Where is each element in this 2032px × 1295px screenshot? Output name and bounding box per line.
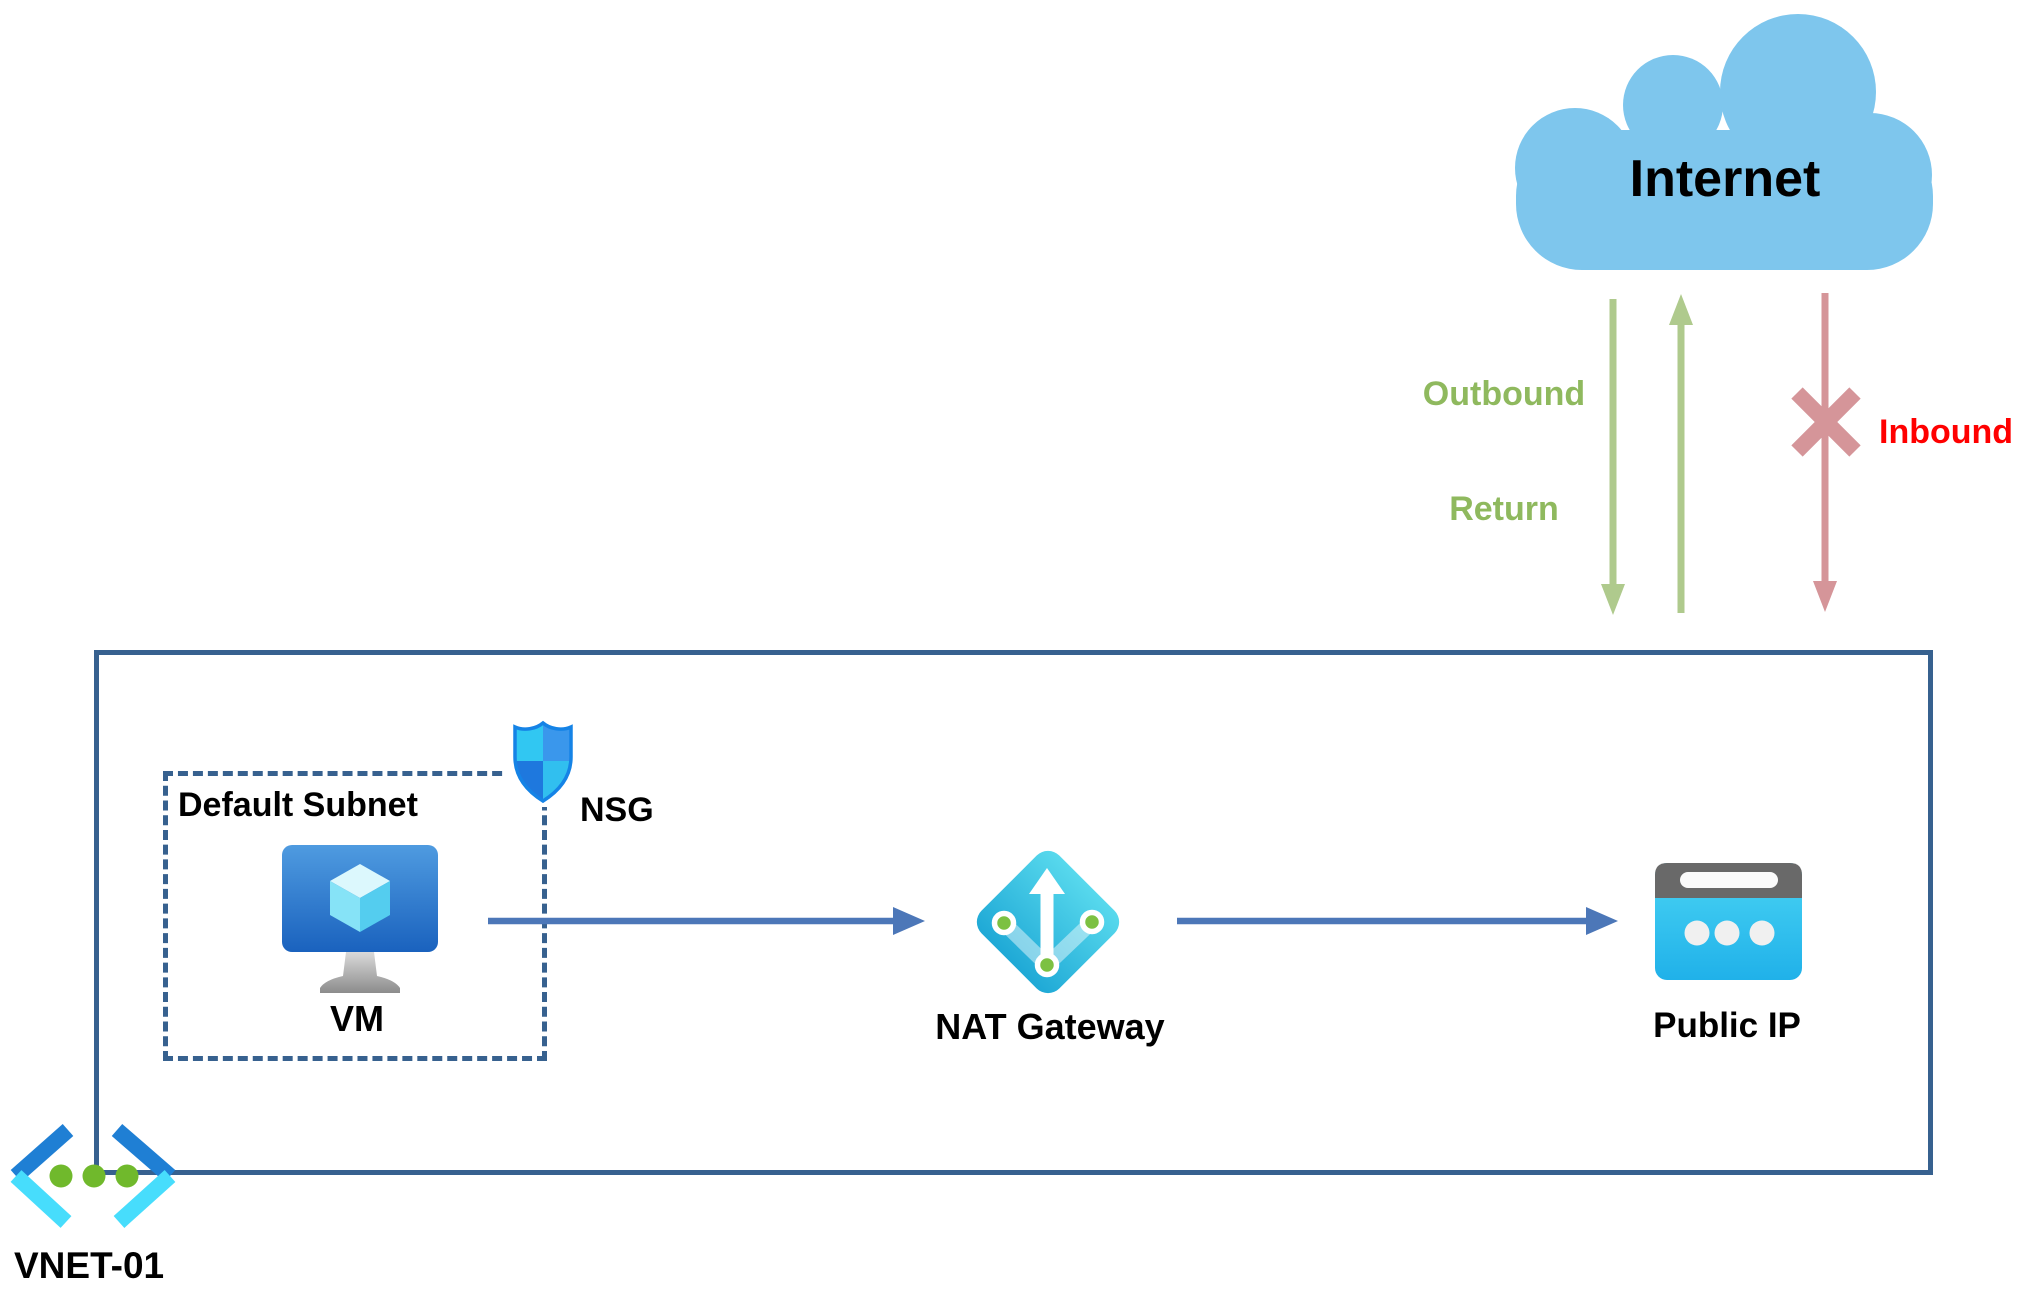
x-mark-icon xyxy=(1791,387,1861,457)
nat-gateway-icon xyxy=(976,850,1120,994)
outbound-label: Outbound xyxy=(1422,375,1586,413)
vnet-boundary xyxy=(94,650,1933,1175)
inbound-label: Inbound xyxy=(1879,413,2014,451)
public-ip-label: Public IP xyxy=(1653,1006,1801,1045)
subnet-boundary xyxy=(163,771,547,1061)
nsg-label: NSG xyxy=(580,791,654,829)
nat-gateway-label: NAT Gateway xyxy=(935,1006,1165,1047)
virtual-machine-icon xyxy=(282,845,438,993)
default-subnet-label: Default Subnet xyxy=(178,786,418,824)
virtual-network-icon xyxy=(10,1123,176,1228)
public-ip-icon xyxy=(1655,863,1802,980)
internet-label: Internet xyxy=(1629,150,1821,208)
return-arrow xyxy=(1669,294,1693,613)
internet-cloud-icon xyxy=(1515,14,1933,270)
inbound-arrow xyxy=(1813,293,1837,612)
nat-to-publicip-arrow xyxy=(1177,907,1618,935)
outbound-arrow xyxy=(1601,299,1625,615)
vnet-label: VNET-01 xyxy=(14,1245,165,1286)
nsg-shield-icon xyxy=(507,717,579,807)
return-label: Return xyxy=(1449,490,1559,528)
vm-label: VM xyxy=(330,998,384,1039)
vm-to-nat-arrow xyxy=(488,907,925,935)
